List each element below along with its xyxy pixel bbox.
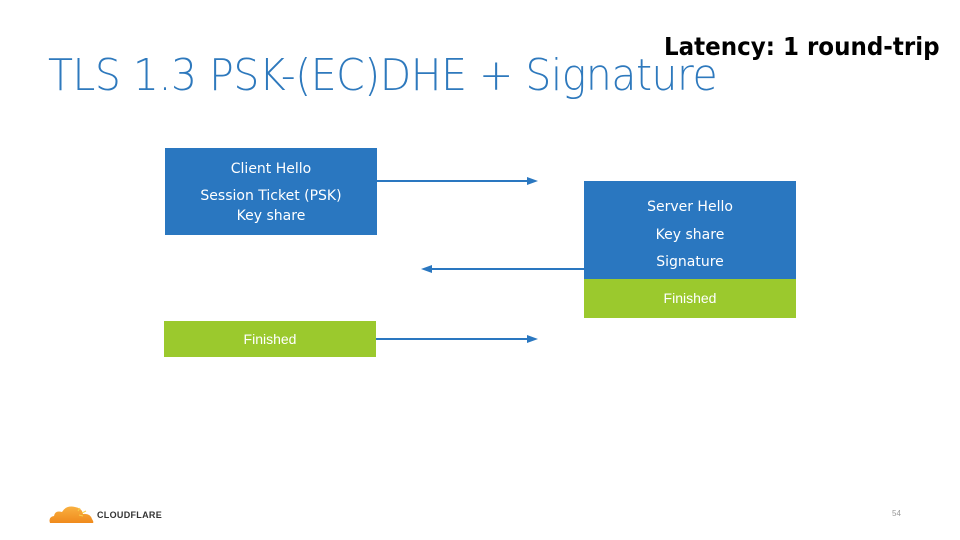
key-share-line: Key share [655,226,725,243]
arrow-client-hello [377,177,538,185]
key-share-line: Key share [236,208,306,224]
latency-label: Latency: 1 round-trip [664,32,940,61]
cloudflare-cloud-icon [49,506,94,523]
client-hello-box: Client Hello Session Ticket (PSK) Key sh… [165,148,377,235]
session-ticket-line: Session Ticket (PSK) [200,188,342,204]
server-hello-line: Server Hello [647,199,733,215]
server-hello-box: Server Hello Key share Signature [584,181,796,279]
arrow-server-hello [421,265,584,273]
server-finished-box: Finished [584,279,796,318]
cloudflare-logo-text: CloudFlare [97,510,162,520]
client-hello-line: Client Hello [230,161,312,177]
slide-title: TLS 1.3 PSK-(EC)DHE + Signature [48,50,718,101]
arrow-client-finished [376,335,538,343]
signature-line: Signature [656,254,724,270]
client-finished-box: Finished [164,321,376,357]
page-number: 54 [892,509,901,518]
